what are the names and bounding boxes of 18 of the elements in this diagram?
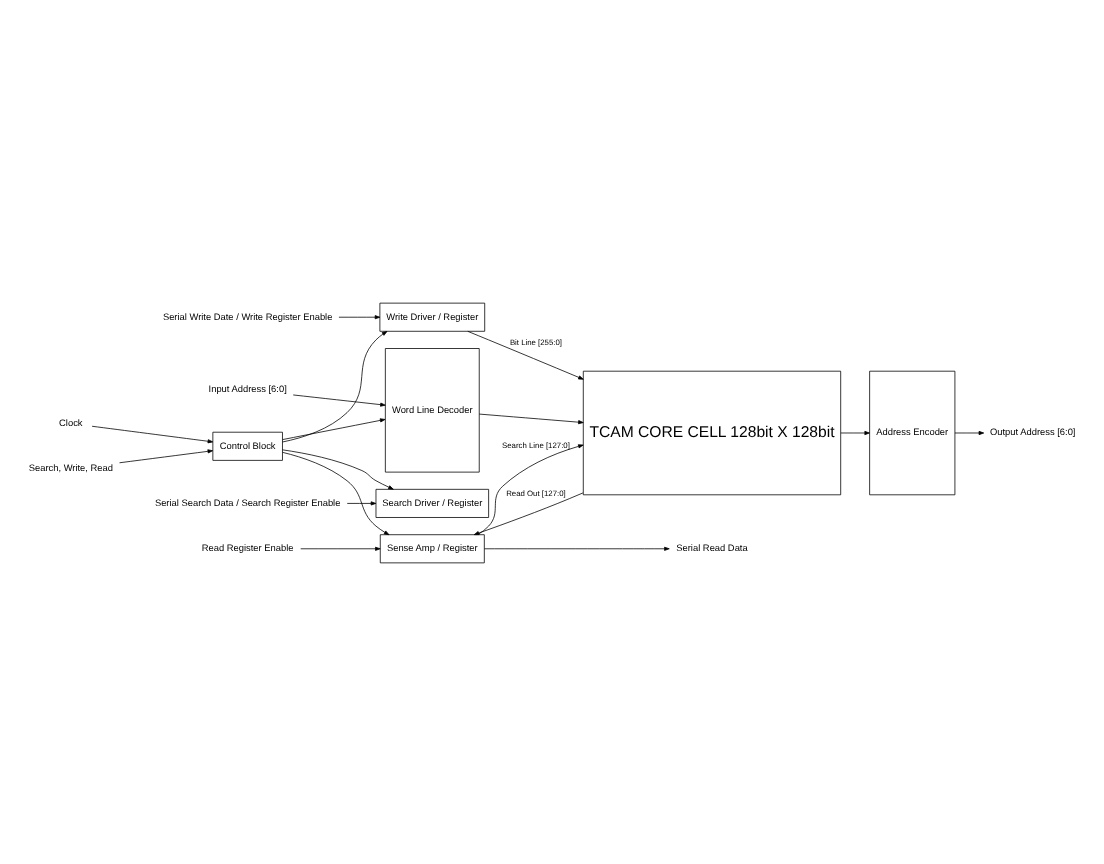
arrow	[292, 393, 386, 406]
arrow	[91, 424, 214, 443]
arrow	[119, 448, 214, 463]
arrow	[473, 491, 584, 535]
arrow	[954, 429, 985, 435]
arrow	[484, 545, 670, 550]
arrow	[282, 450, 390, 535]
arrow	[840, 429, 870, 435]
arrow	[477, 443, 584, 534]
node-box: TCAM CORE CELL 128bit X 128bit	[582, 369, 842, 495]
arrow	[478, 412, 584, 424]
arrow	[300, 545, 381, 550]
arrow	[467, 329, 584, 379]
arrow	[282, 448, 394, 489]
arrow	[282, 417, 386, 439]
arrow	[346, 500, 377, 505]
arrow	[338, 314, 381, 319]
arrow	[282, 330, 388, 442]
